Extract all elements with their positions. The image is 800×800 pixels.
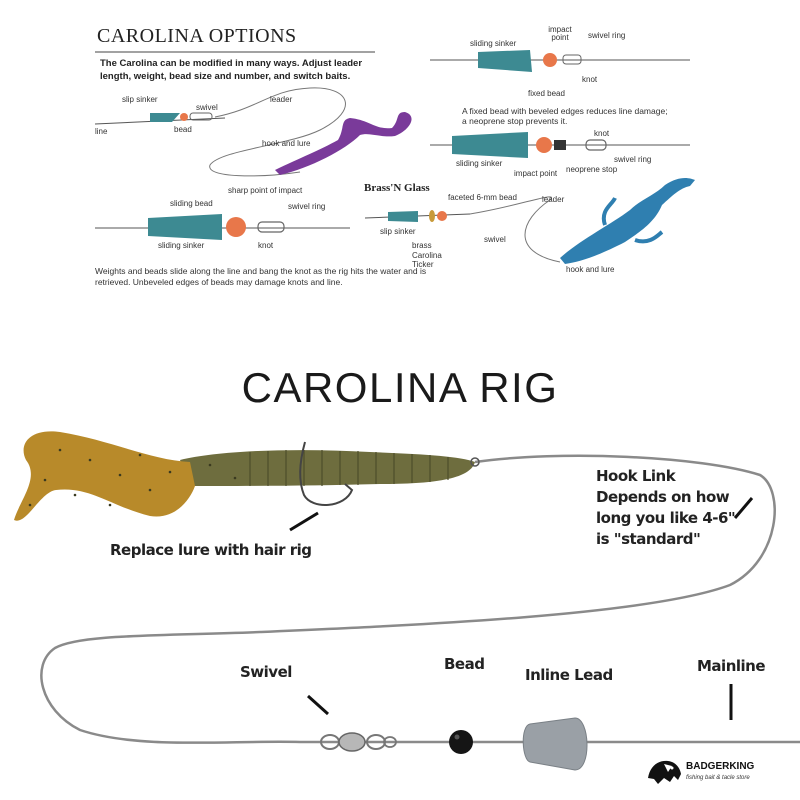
rig1-slip-sinker-label: slip sinker bbox=[122, 95, 158, 104]
rig1-slip-sinker bbox=[150, 113, 180, 122]
brass-leader-label: leader bbox=[542, 195, 565, 204]
worm-tail bbox=[14, 431, 195, 521]
brass-bead bbox=[437, 211, 447, 221]
swivel-pointer bbox=[306, 694, 330, 716]
rig1-bead bbox=[180, 113, 188, 121]
rig1-leader-label: leader bbox=[270, 95, 293, 104]
mainline-label: Mainline bbox=[697, 657, 766, 675]
rig1-drawing bbox=[94, 87, 412, 177]
hook-link-label: Hook Link Depends on how long you like 4… bbox=[596, 467, 736, 548]
rig4-neoprene-stop bbox=[554, 140, 566, 150]
bead-label: Bead bbox=[444, 655, 485, 673]
brass-blue-lure bbox=[560, 177, 695, 264]
rig4-bead bbox=[536, 137, 552, 153]
brass-ticker bbox=[429, 210, 435, 222]
rig3-sliding-sinker bbox=[478, 50, 532, 72]
brass-leader bbox=[469, 196, 561, 263]
fixed-bead-note: A fixed bead with beveled edges reduces … bbox=[462, 106, 668, 127]
weights-note: Weights and beads slide along the line a… bbox=[95, 266, 427, 287]
brass-lure-leg bbox=[601, 197, 617, 226]
rig4-swivel-ring-label: swivel ring bbox=[614, 155, 652, 164]
brass-title: Brass'N Glass bbox=[364, 182, 430, 194]
rig3-fixed-bead-label: fixed bead bbox=[528, 89, 565, 98]
rig2-sliding-sinker bbox=[148, 214, 222, 240]
brass-lure-leg2 bbox=[634, 230, 664, 244]
brass-slip-sinker-label: slip sinker bbox=[380, 227, 416, 236]
rig1-purple-worm bbox=[275, 112, 412, 175]
rig3-fixed-bead bbox=[543, 53, 557, 67]
rig4-sliding-sinker bbox=[452, 132, 528, 158]
rig4-impact-point-label: impact point bbox=[514, 169, 558, 178]
brass-slip-sinker bbox=[388, 211, 418, 222]
brass-hook-lure-label: hook and lure bbox=[566, 265, 615, 274]
rig3-impact-point-label: impact point bbox=[548, 25, 572, 42]
rig3-knot-label: knot bbox=[582, 75, 598, 84]
brass-swivel-label: swivel bbox=[484, 235, 506, 244]
options-intro: The Carolina can be modified in many way… bbox=[100, 58, 363, 82]
rig2-swivel bbox=[257, 221, 285, 233]
carolina-rig-diagram bbox=[14, 431, 800, 771]
rig1-line-label: line bbox=[95, 127, 108, 136]
rig1-bead-label: bead bbox=[174, 125, 192, 134]
worm-body bbox=[180, 450, 475, 486]
bead-highlight bbox=[454, 734, 460, 740]
brass-drawing bbox=[364, 177, 695, 264]
rig2-sliding-bead-label: sliding bead bbox=[170, 199, 213, 208]
rig2-knot-label: knot bbox=[258, 241, 274, 250]
rig1-swivel-label: swivel bbox=[196, 103, 218, 112]
rig1-swivel bbox=[189, 112, 213, 121]
rig3-swivel-ring-label: swivel ring bbox=[588, 31, 626, 40]
rig2-swivel-ring-label: swivel ring bbox=[288, 202, 326, 211]
brass-ticker-label: brass Carolina Ticker bbox=[412, 241, 442, 270]
main-line bbox=[40, 454, 800, 745]
brand-name: BADGERKING bbox=[686, 761, 755, 772]
rig4-drawing bbox=[430, 132, 690, 158]
rig4-sliding-sinker-label: sliding sinker bbox=[456, 159, 503, 168]
worm-speckles bbox=[28, 448, 237, 507]
replace-lure-label: Replace lure with hair rig bbox=[110, 541, 312, 559]
rig2-sliding-sinker-label: sliding sinker bbox=[158, 241, 205, 250]
hook-link-pointer bbox=[733, 497, 754, 519]
rig2-sliding-bead bbox=[226, 217, 246, 237]
rig4-neoprene-stop-label: neoprene stop bbox=[566, 165, 618, 174]
rig2-drawing bbox=[95, 214, 350, 240]
replace-pointer bbox=[289, 511, 319, 532]
rig4-swivel bbox=[585, 139, 607, 151]
rig3-swivel bbox=[562, 54, 582, 65]
swivel bbox=[320, 732, 397, 752]
inline-lead-label: Inline Lead bbox=[525, 666, 613, 684]
rig3-sliding-sinker-label: sliding sinker bbox=[470, 39, 517, 48]
worm-segments bbox=[249, 450, 449, 486]
inline-lead bbox=[522, 717, 588, 771]
bead bbox=[449, 730, 473, 754]
rig4-knot-label: knot bbox=[594, 129, 610, 138]
rig2-sharp-point-label: sharp point of impact bbox=[228, 186, 303, 195]
carolina-rig-title: CAROLINA RIG bbox=[241, 364, 559, 411]
brand-tagline: fishing bait & tacle store bbox=[686, 775, 750, 781]
hook bbox=[299, 441, 354, 507]
brass-faceted-bead-label: faceted 6-mm bead bbox=[448, 193, 517, 202]
hook-eye bbox=[470, 457, 480, 467]
badger-logo-icon bbox=[648, 760, 681, 784]
options-title: CAROLINA OPTIONS bbox=[97, 25, 297, 47]
options-illustration bbox=[94, 50, 695, 264]
title-underline bbox=[95, 51, 375, 53]
rig1-hook-lure-label: hook and lure bbox=[262, 139, 311, 148]
rig3-drawing bbox=[430, 50, 690, 72]
rig1-leader bbox=[209, 87, 346, 177]
swivel-label: Swivel bbox=[240, 663, 292, 681]
